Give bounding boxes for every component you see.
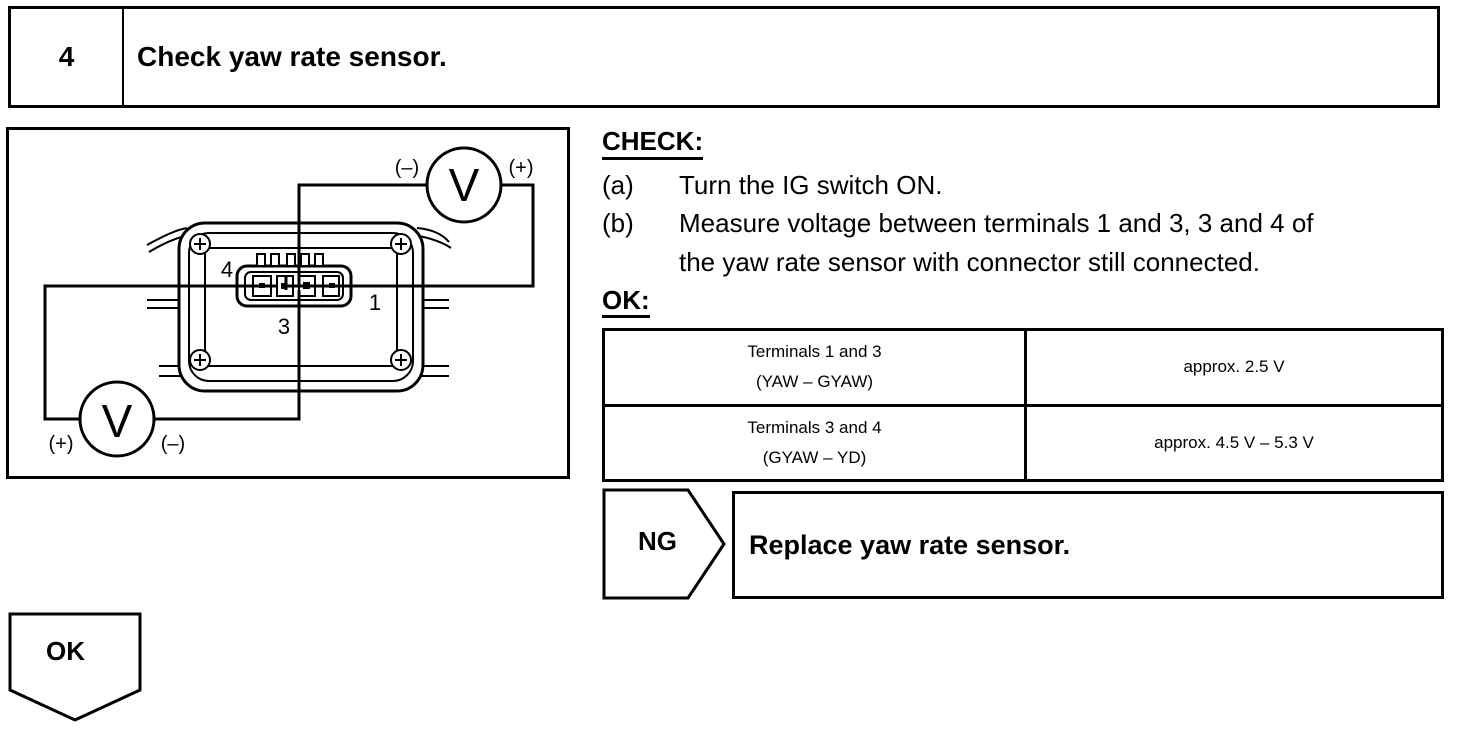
value-cell: approx. 2.5 V — [1024, 328, 1444, 407]
table-row: Terminals 1 and 3 (YAW – GYAW) approx. 2… — [602, 328, 1444, 407]
ok-arrow: OK — [8, 612, 144, 729]
ng-arrow: NG — [602, 488, 728, 605]
terminal-cell: Terminals 3 and 4 (GYAW – YD) — [602, 403, 1027, 482]
step-title: Check yaw rate sensor. — [137, 41, 447, 72]
voltmeter-top — [425, 146, 503, 224]
svg-text:(+): (+) — [49, 433, 74, 455]
step-text: Turn the IG switch ON. — [679, 170, 943, 200]
table-row: Terminals 3 and 4 (GYAW – YD) approx. 4.… — [602, 403, 1444, 482]
sensor-diagram: V (–) (+) V (+) (–) 4 1 3 — [43, 146, 535, 458]
ng-label: NG — [638, 526, 677, 556]
ng-action-text: Replace yaw rate sensor. — [749, 529, 1071, 560]
step-number: 4 — [11, 9, 124, 105]
step-header: 4 Check yaw rate sensor. — [8, 6, 1440, 108]
terminal-4-label: 4 — [221, 257, 233, 282]
svg-text:V: V — [449, 159, 480, 211]
check-heading: CHECK: — [602, 126, 704, 160]
step-tag: (b) — [602, 208, 634, 238]
step-tag: (a) — [602, 170, 634, 200]
terminal-cell: Terminals 1 and 3 (YAW – GYAW) — [602, 328, 1027, 407]
screw-icons — [189, 233, 412, 371]
terminal-1-label: 1 — [369, 290, 381, 315]
voltage-spec-table: Terminals 1 and 3 (YAW – GYAW) approx. 2… — [602, 328, 1444, 482]
value-cell: approx. 4.5 V – 5.3 V — [1024, 403, 1444, 482]
ok-heading: OK: — [602, 286, 650, 318]
step-text: Measure voltage between terminals 1 and … — [679, 208, 1314, 238]
ng-action-box: Replace yaw rate sensor. — [732, 491, 1444, 599]
terminal-3-label: 3 — [278, 314, 290, 339]
step-text: the yaw rate sensor with connector still… — [679, 247, 1260, 277]
probe-wires — [43, 183, 535, 421]
down-arrow-icon — [8, 612, 142, 722]
ok-label: OK — [46, 636, 85, 666]
svg-text:(–): (–) — [161, 433, 185, 455]
ng-arrow-icon — [602, 488, 726, 600]
svg-text:(–): (–) — [395, 157, 419, 179]
svg-text:(+): (+) — [509, 157, 534, 179]
svg-text:V: V — [102, 395, 133, 447]
yaw-rate-sensor-figure: V (–) (+) V (+) (–) 4 1 3 — [6, 127, 570, 479]
voltmeter-bottom — [78, 380, 156, 458]
